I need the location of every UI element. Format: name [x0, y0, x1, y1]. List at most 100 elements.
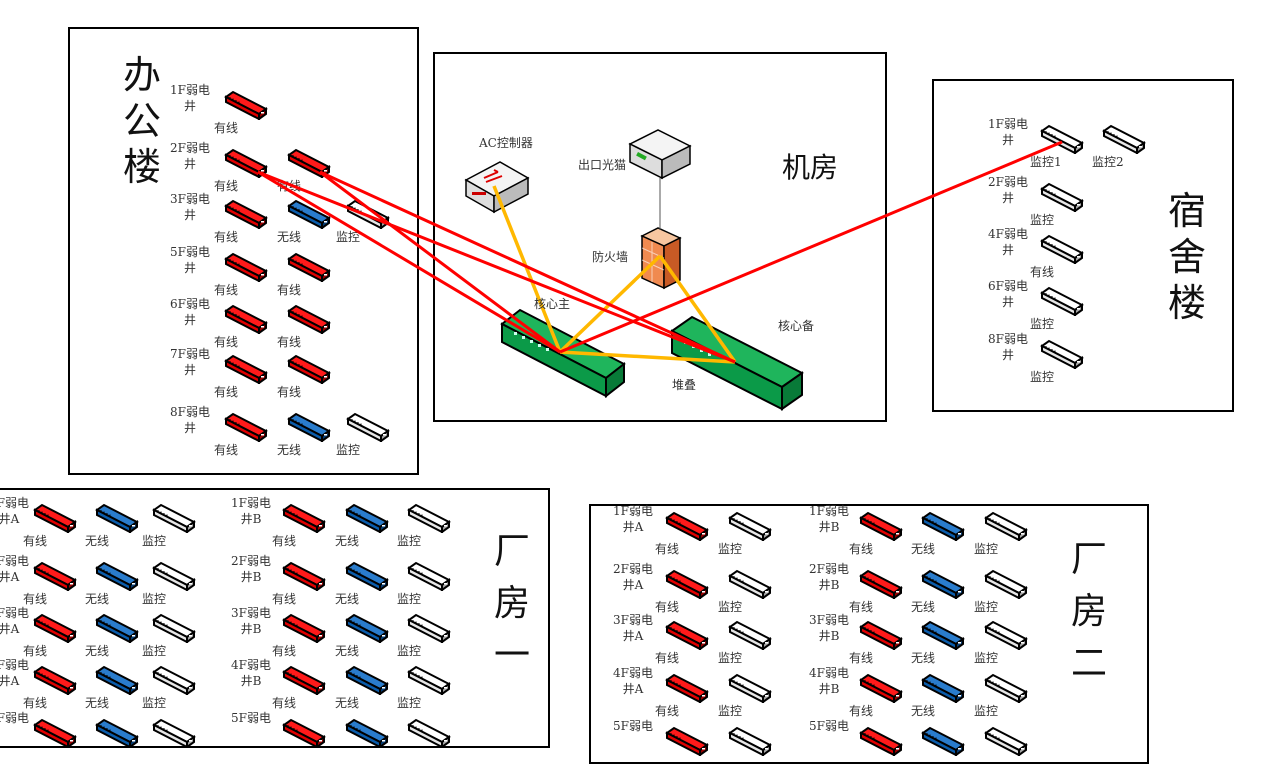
wired-switch-icon[interactable]: [33, 718, 77, 749]
wireless-switch-icon[interactable]: [345, 503, 389, 534]
monitor-switch-icon[interactable]: [1040, 286, 1084, 317]
wired-switch-icon[interactable]: [282, 613, 326, 644]
wired-switch-icon[interactable]: [33, 613, 77, 644]
device-label: 有线: [655, 542, 680, 556]
wired-switch-icon[interactable]: [287, 148, 331, 179]
ac-controller-icon[interactable]: [464, 160, 530, 216]
monitor-switch-icon[interactable]: [346, 199, 390, 230]
device-label: 有线: [23, 644, 48, 658]
device-label: 有线: [849, 600, 874, 614]
wired-switch-icon[interactable]: [224, 354, 268, 385]
monitor-switch-icon[interactable]: [152, 613, 196, 644]
wired-switch-icon[interactable]: [282, 718, 326, 749]
device-label: 有线: [277, 283, 302, 297]
monitor-switch-icon[interactable]: [407, 561, 451, 592]
wired-switch-icon[interactable]: [665, 569, 709, 600]
monitor-switch-icon[interactable]: [152, 561, 196, 592]
monitor-switch-icon[interactable]: [407, 718, 451, 749]
wireless-switch-icon[interactable]: [345, 561, 389, 592]
wired-switch-icon[interactable]: [224, 412, 268, 443]
wireless-switch-icon[interactable]: [921, 620, 965, 651]
wired-switch-icon[interactable]: [33, 503, 77, 534]
wireless-switch-icon[interactable]: [95, 561, 139, 592]
wired-switch-icon[interactable]: [859, 569, 903, 600]
wired-switch-icon[interactable]: [665, 673, 709, 704]
wired-switch-icon[interactable]: [665, 620, 709, 651]
wireless-switch-icon[interactable]: [345, 665, 389, 696]
core-backup-switch-icon[interactable]: [670, 313, 804, 411]
wired-switch-icon[interactable]: [287, 304, 331, 335]
wireless-switch-icon[interactable]: [287, 199, 331, 230]
monitor-switch-icon[interactable]: [407, 503, 451, 534]
wired-switch-icon[interactable]: [287, 252, 331, 283]
monitor-switch-icon[interactable]: [152, 718, 196, 749]
monitor-switch-icon[interactable]: [407, 613, 451, 644]
wireless-switch-icon[interactable]: [287, 412, 331, 443]
modem-icon[interactable]: [628, 128, 692, 184]
floor-label: 4F弱电 井B: [231, 658, 271, 688]
monitor-switch-icon[interactable]: [728, 726, 772, 757]
stack-label: 堆叠: [672, 378, 697, 392]
floor-label: 2F弱电 井B: [231, 554, 271, 584]
machine-room-title: 机房: [782, 151, 839, 184]
firewall-icon[interactable]: [640, 226, 682, 290]
wired-switch-icon[interactable]: [224, 199, 268, 230]
monitor-switch-icon[interactable]: [152, 665, 196, 696]
monitor-switch-icon[interactable]: [1040, 339, 1084, 370]
monitor-switch-icon[interactable]: [984, 620, 1028, 651]
monitor-switch-icon[interactable]: [1040, 234, 1084, 265]
monitor-switch-icon[interactable]: [152, 503, 196, 534]
device-label: 监控: [974, 600, 999, 614]
monitor-switch-icon[interactable]: [984, 673, 1028, 704]
wired-switch-icon[interactable]: [859, 673, 903, 704]
wireless-switch-icon[interactable]: [345, 613, 389, 644]
monitor-switch-icon[interactable]: [728, 620, 772, 651]
device-label: 监控: [974, 651, 999, 665]
wired-switch-icon[interactable]: [33, 561, 77, 592]
monitor-switch-icon[interactable]: [1040, 124, 1084, 155]
wired-switch-icon[interactable]: [665, 726, 709, 757]
wired-switch-icon[interactable]: [224, 304, 268, 335]
monitor-switch-icon[interactable]: [728, 511, 772, 542]
wired-switch-icon[interactable]: [282, 561, 326, 592]
wireless-switch-icon[interactable]: [921, 726, 965, 757]
device-label: 有线: [277, 179, 302, 193]
wired-switch-icon[interactable]: [287, 354, 331, 385]
device-label: 有线: [214, 335, 239, 349]
monitor-switch-icon[interactable]: [1040, 182, 1084, 213]
wired-switch-icon[interactable]: [224, 148, 268, 179]
wireless-switch-icon[interactable]: [921, 569, 965, 600]
wired-switch-icon[interactable]: [224, 90, 268, 121]
wired-switch-icon[interactable]: [224, 252, 268, 283]
monitor-switch-icon[interactable]: [984, 511, 1028, 542]
monitor-switch-icon[interactable]: [728, 569, 772, 600]
wired-switch-icon[interactable]: [282, 665, 326, 696]
wireless-switch-icon[interactable]: [345, 718, 389, 749]
device-label: 有线: [23, 534, 48, 548]
floor-label: 4F弱电 井A: [613, 666, 653, 696]
floor-label: 3F弱电 井B: [809, 613, 849, 643]
wired-switch-icon[interactable]: [665, 511, 709, 542]
wireless-switch-icon[interactable]: [921, 511, 965, 542]
wired-switch-icon[interactable]: [33, 665, 77, 696]
monitor-switch-icon[interactable]: [346, 412, 390, 443]
wired-switch-icon[interactable]: [859, 726, 903, 757]
monitor-switch-icon[interactable]: [1102, 124, 1146, 155]
wireless-switch-icon[interactable]: [95, 665, 139, 696]
floor-label: 8F弱电 井: [170, 405, 210, 435]
core-main-switch-icon[interactable]: [500, 306, 626, 398]
wireless-switch-icon[interactable]: [95, 613, 139, 644]
wireless-switch-icon[interactable]: [921, 673, 965, 704]
device-label: 无线: [277, 230, 302, 244]
wireless-switch-icon[interactable]: [95, 503, 139, 534]
monitor-switch-icon[interactable]: [984, 726, 1028, 757]
monitor-switch-icon[interactable]: [407, 665, 451, 696]
wired-switch-icon[interactable]: [859, 511, 903, 542]
monitor-switch-icon[interactable]: [728, 673, 772, 704]
wireless-switch-icon[interactable]: [95, 718, 139, 749]
device-label: 有线: [849, 542, 874, 556]
device-label: 有线: [277, 335, 302, 349]
wired-switch-icon[interactable]: [859, 620, 903, 651]
monitor-switch-icon[interactable]: [984, 569, 1028, 600]
wired-switch-icon[interactable]: [282, 503, 326, 534]
